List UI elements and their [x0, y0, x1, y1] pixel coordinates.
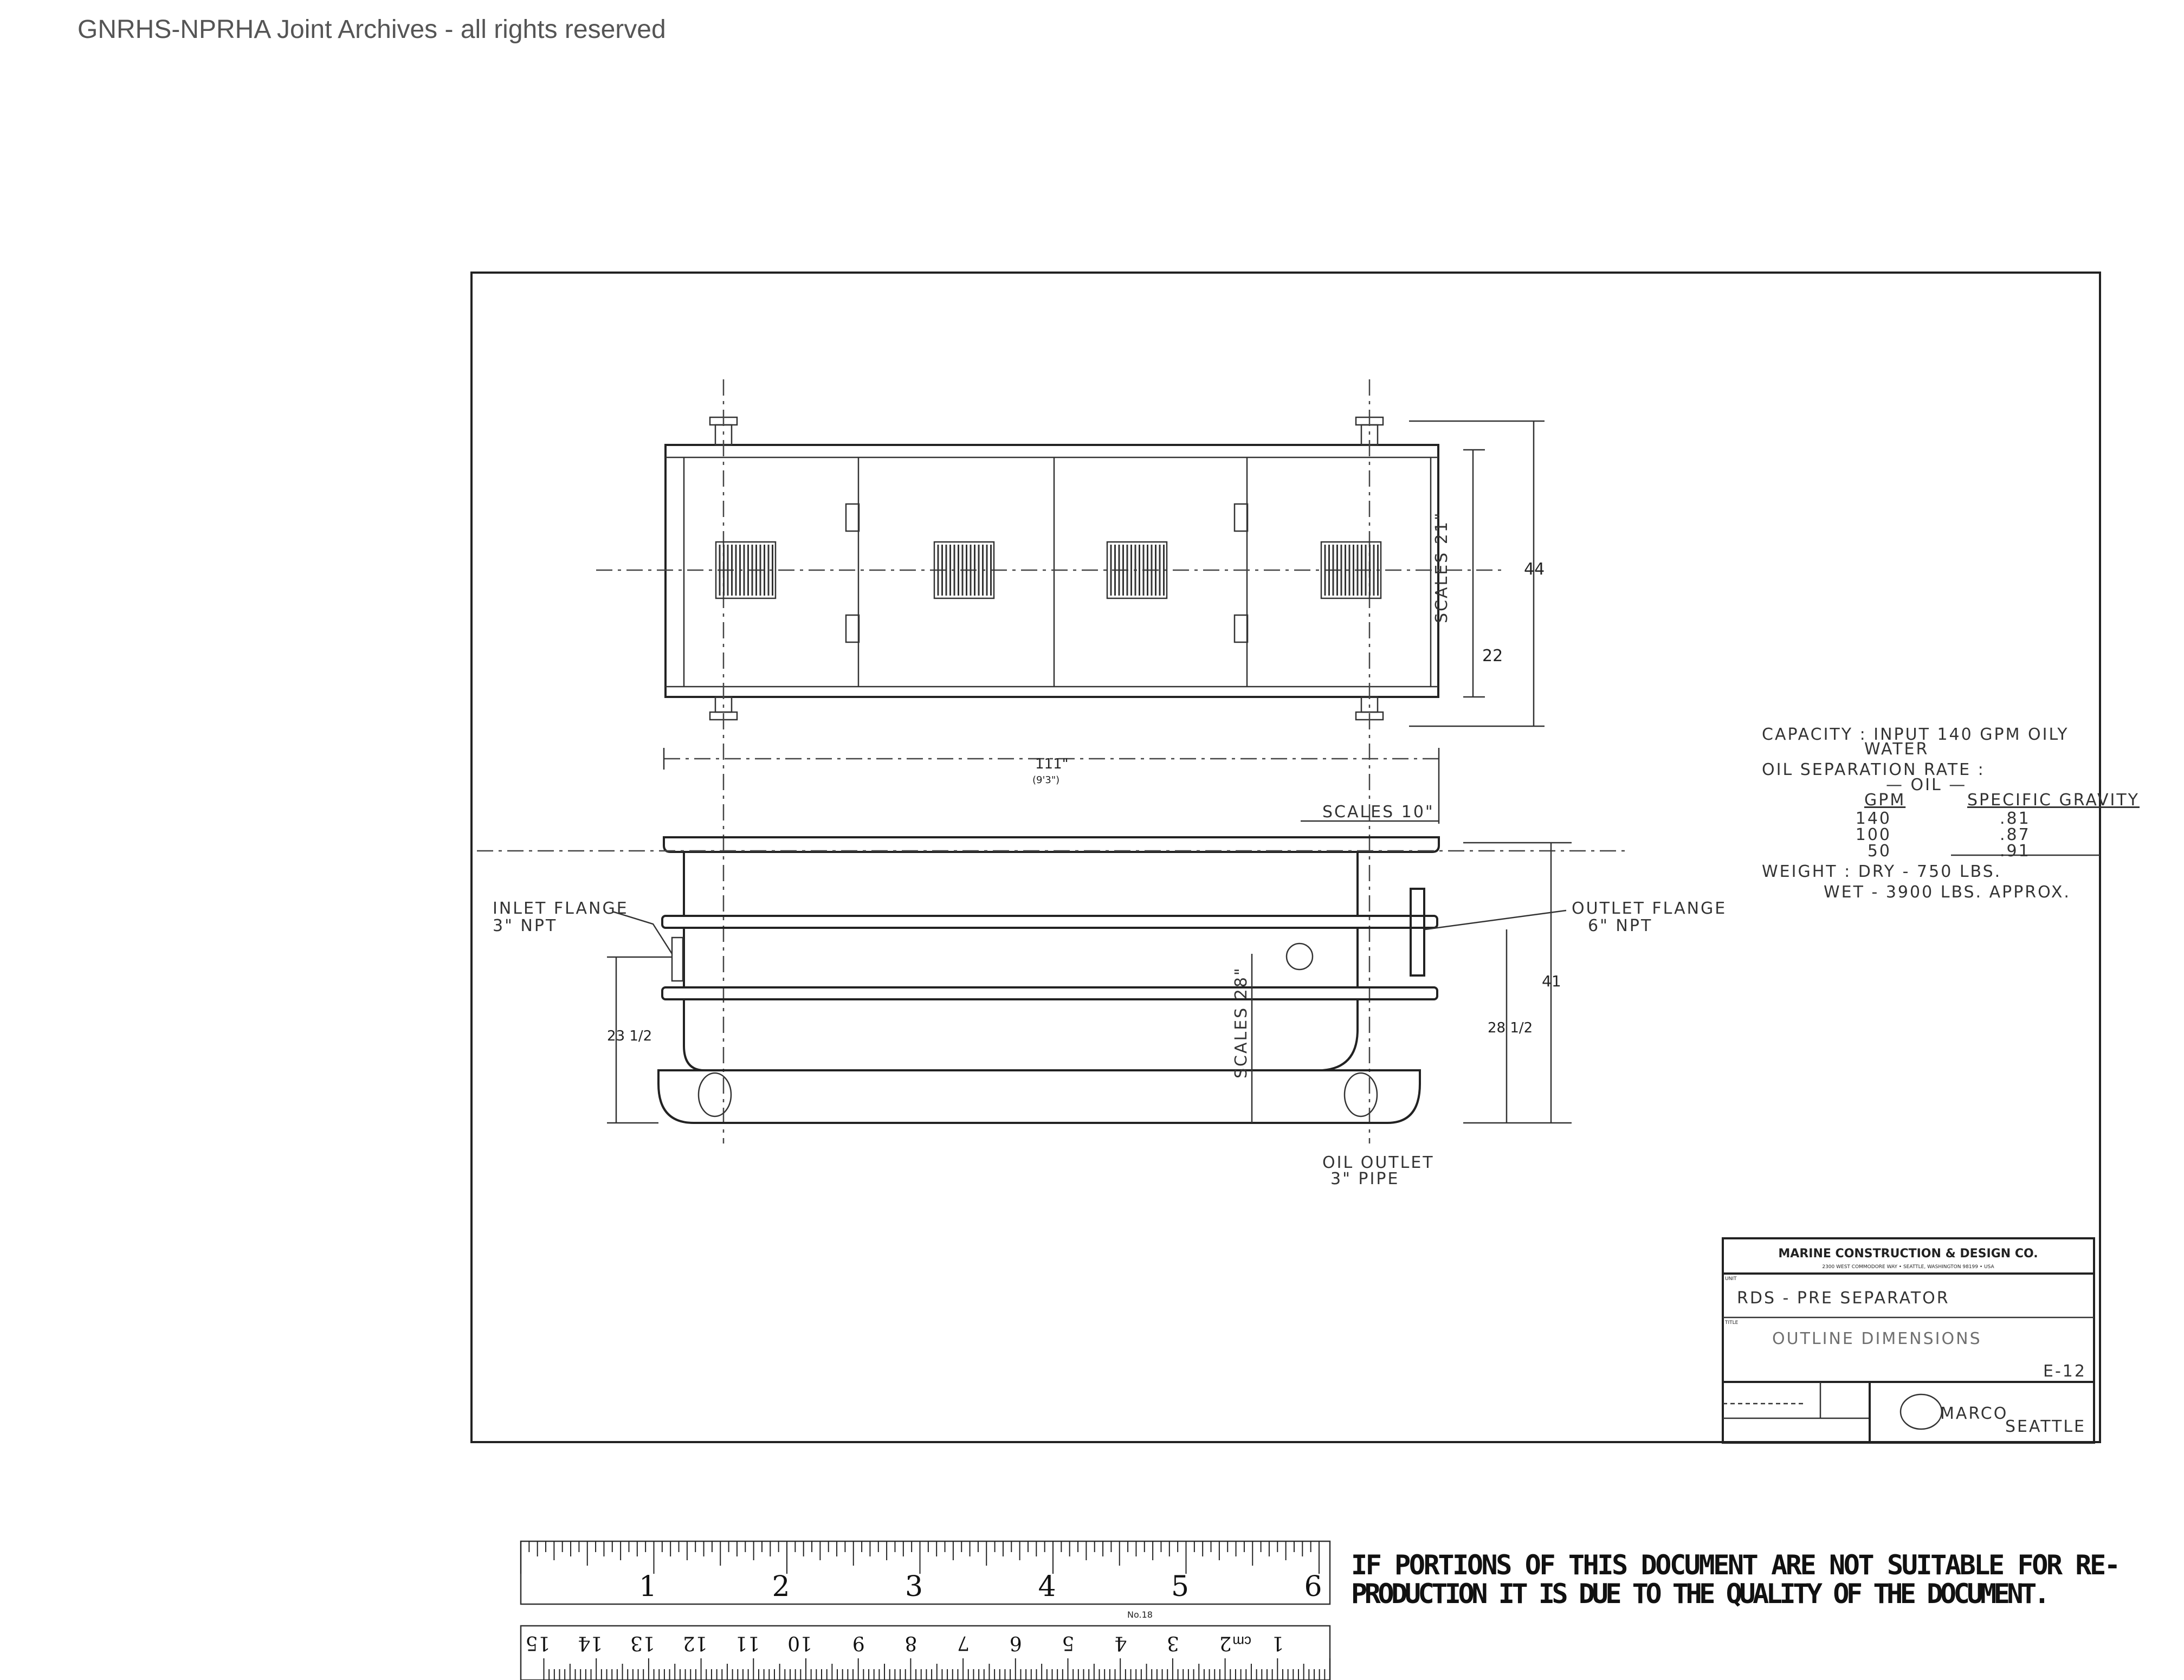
ruler-cm-label: 11 — [735, 1632, 760, 1654]
ruler-inch-label: 2 — [772, 1571, 790, 1603]
ruler-cm-label: 14 — [578, 1632, 603, 1654]
drawing-title: OUTLINE DIMENSIONS — [1772, 1329, 1982, 1348]
inlet-label: INLET FLANGE — [493, 899, 629, 918]
ruler-cm-label: 3 — [1167, 1632, 1179, 1654]
ruler-cm-label: 10 — [787, 1632, 812, 1654]
ruler-cm-label: 7 — [957, 1632, 970, 1654]
side-view: INLET FLANGE 3" NPT OUTLET FLANGE 6" NPT… — [477, 803, 1727, 1188]
spec-gpm-value: 100 — [1856, 825, 1891, 844]
outlet-flange — [1410, 888, 1425, 977]
logo-city: SEATTLE — [2005, 1417, 2086, 1436]
ruler-cm-label: 8 — [904, 1632, 917, 1654]
title-block: MARINE CONSTRUCTION & DESIGN CO. 2300 WE… — [1722, 1237, 2095, 1444]
ruler-inch-label: 4 — [1038, 1571, 1056, 1603]
spec-weight-wet: WET - 3900 LBS. APPROX. — [1824, 883, 2071, 902]
specifications: CAPACITY : INPUT 140 GPM OILY WATER OIL … — [1762, 725, 2140, 902]
spec-sg-value: .81 — [2000, 809, 2031, 828]
ruler-cm-label: 9 — [852, 1632, 865, 1654]
spec-capacity: CAPACITY : INPUT 140 GPM OILY — [1762, 725, 2069, 744]
dim-44: 44 — [1524, 560, 1545, 579]
notice-line-1: IF PORTIONS OF THIS DOCUMENT ARE NOT SUI… — [1351, 1549, 2121, 1581]
dim-22: 22 — [1482, 647, 1503, 665]
ruler-cm-label: 5 — [1062, 1632, 1075, 1654]
ruler-inch-label: 6 — [1304, 1571, 1322, 1603]
spec-gpm-value: 140 — [1856, 809, 1891, 828]
ruler-cm-label: 12 — [683, 1632, 708, 1654]
vent-grille — [933, 541, 995, 599]
spec-col-sg: SPECIFIC GRAVITY — [1967, 791, 2140, 810]
drawing-border — [470, 272, 2101, 1443]
dim-28-half: 28 1/2 — [1488, 1020, 1533, 1036]
unit-label: UNIT — [1725, 1276, 1737, 1282]
skid-hole-left — [697, 1072, 732, 1117]
sheet-number: E-12 — [2043, 1362, 2086, 1381]
ruler-cm-label: 15 — [526, 1632, 551, 1654]
oil-outlet-port — [1285, 942, 1314, 971]
spec-sg-value: .91 — [2000, 842, 2031, 861]
scales-top: SCALES 21" — [1432, 511, 1451, 623]
spec-col-gpm: GPM — [1864, 791, 1905, 810]
company-name: MARINE CONSTRUCTION & DESIGN CO. — [1778, 1247, 2038, 1261]
outlet-label: OUTLET FLANGE — [1572, 899, 1727, 918]
ruler-cm-label: 2 — [1219, 1632, 1232, 1654]
inlet-size: 3" NPT — [493, 916, 557, 935]
spec-capacity-2: WATER — [1864, 740, 1929, 759]
latch — [845, 503, 860, 532]
marco-logo — [1899, 1393, 1943, 1430]
vent-grille — [715, 541, 777, 599]
archive-watermark: GNRHS-NPRHA Joint Archives - all rights … — [77, 15, 666, 44]
ruler-inch-label: 5 — [1171, 1571, 1189, 1603]
dim-111-feet: (9'3") — [1032, 774, 1059, 786]
latch — [1233, 503, 1249, 532]
oil-outlet-size: 3" PIPE — [1330, 1169, 1399, 1188]
oil-outlet-label: OIL OUTLET — [1322, 1153, 1435, 1172]
dim-23-half: 23 1/2 — [607, 1028, 652, 1044]
spec-weight-dry: WEIGHT : DRY - 750 LBS. — [1762, 862, 2001, 881]
spec-sg-value: .87 — [2000, 825, 2031, 844]
vent-grille — [1320, 541, 1382, 599]
ruler-cm-label: 13 — [630, 1632, 655, 1654]
company-address: 2300 WEST COMMODORE WAY • SEATTLE, WASHI… — [1822, 1264, 1994, 1270]
latch — [1233, 614, 1249, 643]
ruler-model: No.18 — [1127, 1610, 1153, 1620]
ruler-cm-unit: cm — [1232, 1633, 1251, 1650]
ruler-cm-label: 6 — [1010, 1632, 1022, 1654]
ruler-cm-label: 1 — [1271, 1632, 1284, 1654]
title-label: TITLE — [1724, 1320, 1739, 1326]
outlet-size: 6" NPT — [1588, 916, 1652, 935]
scales-side: SCALES 10" — [1322, 803, 1435, 822]
dim-41: 41 — [1542, 972, 1561, 990]
unit-name: RDS - PRE SEPARATOR — [1737, 1289, 1950, 1308]
spec-oil-header: — OIL — — [1886, 776, 1967, 794]
notice-line-2: PRODUCTION IT IS DUE TO THE QUALITY OF T… — [1351, 1578, 2050, 1610]
scales-vert: SCALES 28" — [1232, 966, 1251, 1078]
ruler-inch-label: 3 — [905, 1571, 923, 1603]
spec-oil-sep: OIL SEPARATION RATE : — [1762, 760, 1985, 779]
latch — [845, 614, 860, 643]
ruler-cm-label: 4 — [1114, 1632, 1127, 1654]
inlet-flange — [671, 936, 684, 982]
dim-111: 111" — [1035, 756, 1069, 772]
quality-notice: IF PORTIONS OF THIS DOCUMENT ARE NOT SUI… — [1351, 1549, 2121, 1610]
spec-gpm-value: 50 — [1868, 842, 1891, 861]
ruler-inch-label: 1 — [639, 1571, 657, 1603]
skid-hole-right — [1343, 1072, 1378, 1117]
logo-text: MARCO — [1940, 1404, 2008, 1423]
vent-grille — [1106, 541, 1168, 599]
top-view: 44 22 SCALES 21" 111" (9'3") — [596, 379, 1545, 1143]
